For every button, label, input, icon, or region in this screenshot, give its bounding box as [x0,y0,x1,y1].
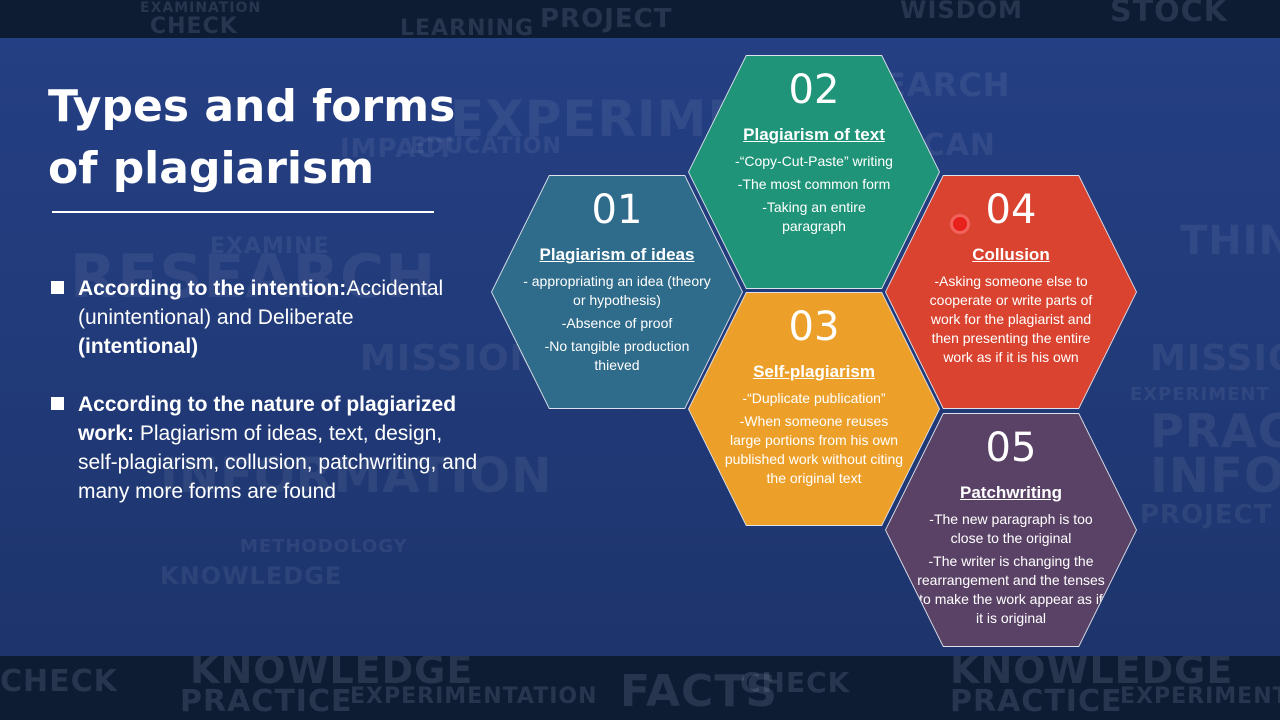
hex-heading: Patchwriting [959,483,1062,502]
bullet-text: Plagiarism of ideas, text, design, self-… [78,422,478,503]
hex-plagiarism-of-ideas: 01 Plagiarism of ideas - appropriating a… [492,176,742,408]
bg-word: LEARNING [400,16,535,38]
bg-word: EXAMINE [210,234,330,259]
hex-patchwriting: 05 Patchwriting -The new paragraph is to… [886,414,1136,646]
bg-word: PRACTICE [180,684,353,719]
bullet-square-icon [51,397,64,410]
hex-lines: -“Duplicate publication” -When someone r… [723,389,905,492]
hex-line: -The most common form [737,176,891,192]
hex-line: -Absence of proof [561,315,673,331]
bg-word: PROJECT [540,4,673,34]
hex-lines: - appropriating an idea (theory or hypot… [522,272,712,379]
hex-line: -Taking an entire paragraph [762,199,866,234]
bg-word: EXPERIMENTATION [350,684,598,709]
hex-lines: -“Copy-Cut-Paste” writing -The most comm… [719,152,909,240]
bg-word: INFORMATION [1150,448,1280,504]
bullet-intention: According to the intention:Accidental (u… [51,274,478,361]
bullet-nature: According to the nature of plagiarized w… [51,390,478,506]
bullet-square-icon [51,281,64,294]
pointer-cursor-icon [953,217,967,231]
page-title: Types and forms of plagiarism [48,76,468,200]
bg-word: KNOWLEDGE [190,656,474,692]
hex-line: -“Duplicate publication” [742,390,886,406]
hex-collusion: 04 Collusion -Asking someone else to coo… [886,176,1136,408]
hex-self-plagiarism: 03 Self-plagiarism -“Duplicate publicati… [689,293,939,525]
hex-lines: -Asking someone else to cooperate or wri… [924,272,1098,371]
hex-heading: Collusion [972,245,1050,264]
bg-word: CHECK [150,14,238,38]
bullet-bold-label: According to the intention: [78,277,347,300]
hex-number: 05 [985,425,1037,471]
hex-line: -The new paragraph is too close to the o… [929,511,1093,546]
hex-number: 02 [788,67,840,113]
hex-line: -Asking someone else to cooperate or wri… [929,273,1093,365]
title-underline [52,211,434,213]
bg-word: PROJECT [1140,500,1273,530]
bullet-bold-label: According to the nature of plagiarized w… [78,393,457,445]
bg-word: RESEARCH [70,242,437,312]
hex-line: -No tangible production thieved [544,338,690,373]
hex-line: - appropriating an idea (theory or hypot… [523,273,711,308]
hex-heading: Plagiarism of ideas [539,245,695,264]
bg-word: METHODOLOGY [240,536,408,557]
bg-word: PRACTICE [950,684,1123,719]
bg-word: CHECK [740,666,851,699]
bg-word: IMPACT [340,134,456,164]
top-band: EXAMINATION CHECK PROJECT LEARNING STOCK… [0,0,1280,38]
bg-word: STOCK [1110,0,1228,29]
bottom-band: CHECK KNOWLEDGE PRACTICE EXPERIMENTATION… [0,656,1280,720]
bg-word: INFORMATION [160,448,553,504]
hex-number: 01 [591,187,643,233]
hex-number: 03 [788,304,840,350]
bg-word: KNOWLEDGE [160,562,343,590]
title-line-2: of plagiarism [48,143,375,194]
bg-word: THINK [1180,218,1280,264]
bg-word: KNOWLEDGE [950,656,1234,692]
bg-word: EXPERIMENT [1130,384,1270,405]
hex-line: -When someone reuses large portions from… [724,413,904,486]
hex-heading: Self-plagiarism [753,362,875,381]
bg-word: FACTS [620,666,779,717]
hex-plagiarism-of-text: 02 Plagiarism of text -“Copy-Cut-Paste” … [689,56,939,288]
bullet-text: Accidental (unintentional) and Deliberat… [78,277,444,329]
bg-word: MISSION [360,338,541,379]
bg-word: EXAMINATION [140,0,262,16]
bg-word: EXPERIMENTATION [1120,684,1280,709]
hex-number: 04 [985,187,1037,233]
hex-heading: Plagiarism of text [743,125,885,144]
bg-word: WISDOM [900,0,1023,24]
bg-word: PRACTICE [1150,404,1280,458]
hex-line: -“Copy-Cut-Paste” writing [735,153,893,169]
bg-word: EDUCATION [410,134,562,159]
hex-lines: -The new paragraph is too close to the o… [916,510,1106,632]
bg-word: MISSION [1150,338,1280,379]
bg-word: CHECK [0,664,118,699]
title-line-1: Types and forms [48,81,456,132]
bullet-bold-end: (intentional) [78,335,199,358]
hex-line: -The writer is changing the rearrangemen… [917,553,1105,626]
